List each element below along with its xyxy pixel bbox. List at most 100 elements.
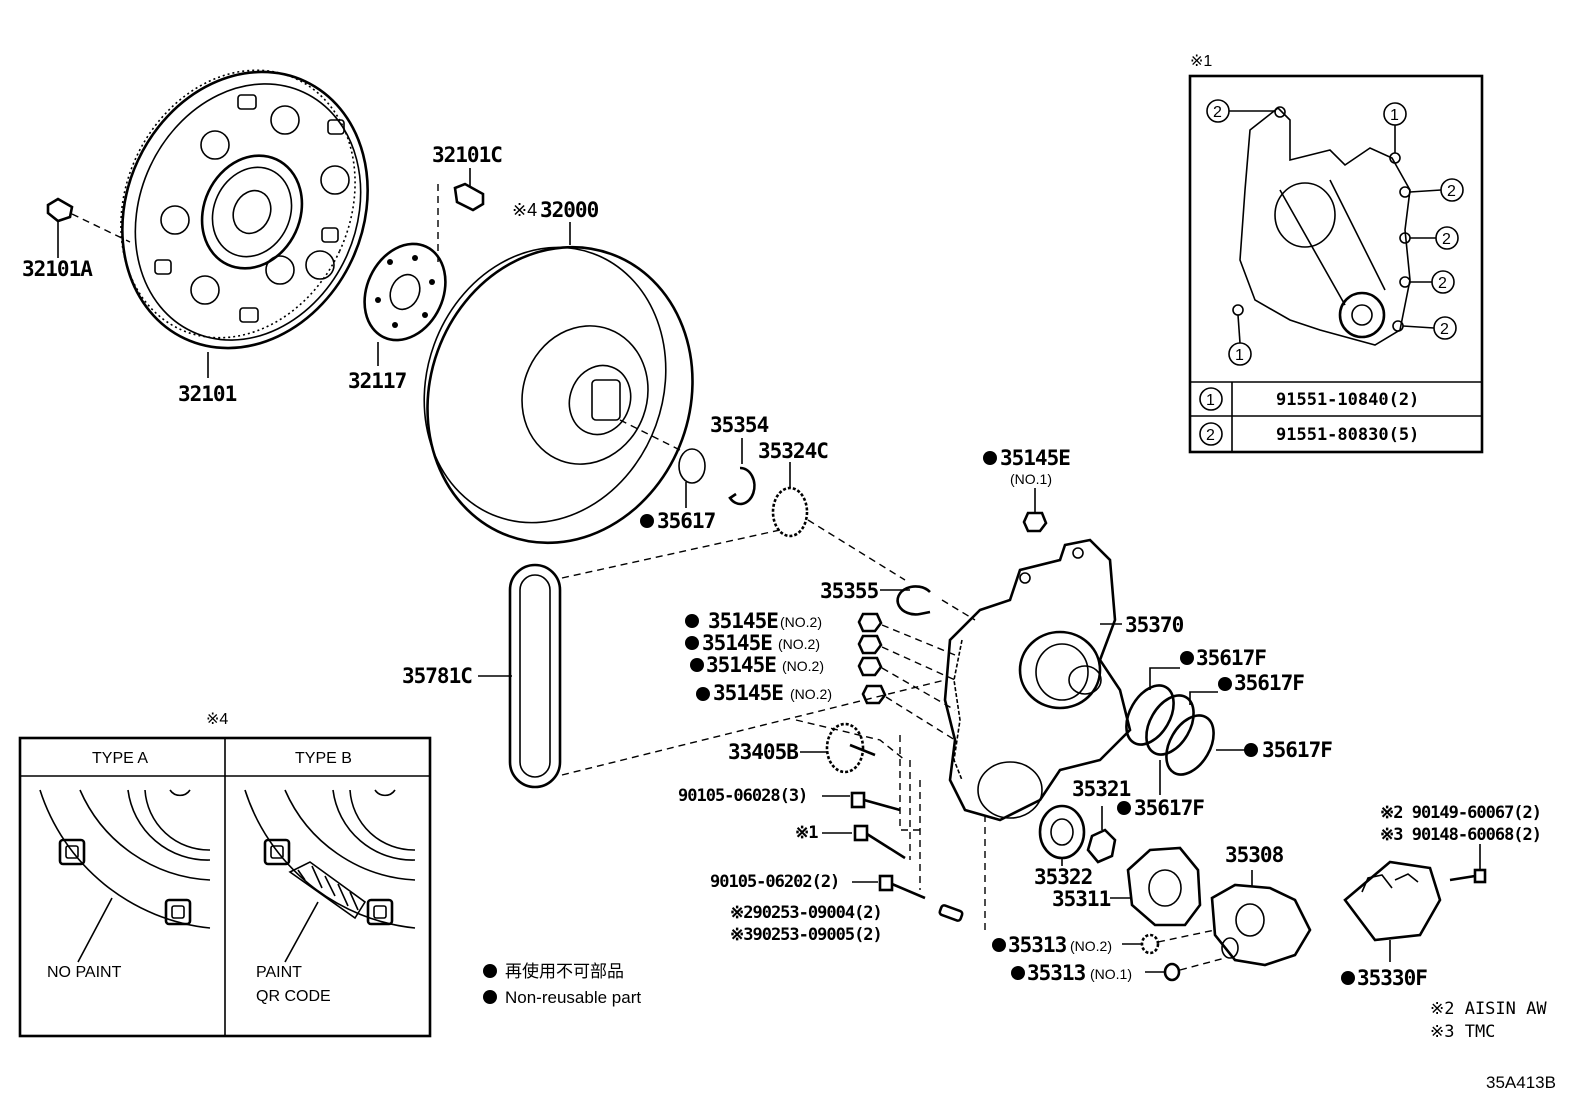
inset1-c1-a: 1	[1390, 107, 1399, 124]
label-35145E-c: 35145E	[706, 653, 776, 677]
note-3: ※3 TMC	[1430, 1022, 1495, 1042]
label-35322: 35322	[1034, 865, 1092, 889]
bolt-90105-06202[interactable]	[878, 874, 926, 900]
seal-35313-no2[interactable]	[1140, 933, 1160, 955]
label-35145E-d: 35145E	[713, 681, 783, 705]
legend-jp: 再使用不可部品	[505, 961, 624, 981]
nut-35145E-no1[interactable]	[1022, 511, 1048, 533]
label-32101C: 32101C	[432, 143, 502, 167]
inset1-title: ※1	[1190, 53, 1212, 70]
rings-35617F[interactable]	[1117, 677, 1224, 782]
inset1-c1-b: 1	[1235, 347, 1244, 364]
inset-4	[18, 736, 432, 1038]
snap-ring-35355[interactable]	[896, 585, 931, 616]
legend-bullet-en	[483, 990, 497, 1004]
gear-35324C[interactable]	[771, 486, 809, 538]
inset1-c2-d: 2	[1438, 275, 1447, 292]
label-no2-a: (NO.2)	[780, 614, 822, 630]
label-35313-no2: 35313	[1008, 933, 1067, 957]
seal-35313-no1[interactable]	[1163, 962, 1181, 982]
dash-tc	[619, 419, 681, 451]
label-35617F-4: 35617F	[1134, 796, 1204, 820]
snap-ring-35354[interactable]	[728, 466, 756, 506]
dash-32101A	[71, 213, 131, 243]
label-90148: ※3 90148-60068(2)	[1380, 825, 1541, 845]
label-no1-35313: (NO.1)	[1090, 966, 1132, 982]
label-35145E-no1: 35145E	[1000, 446, 1070, 470]
dash-chain-bottom	[561, 679, 946, 776]
gear-33405B[interactable]	[825, 722, 876, 774]
label-32101A: 32101A	[22, 257, 93, 281]
diagram-id: 35A413B	[1486, 1073, 1556, 1092]
inset4-paint: PAINT	[256, 964, 302, 981]
dash-bolt1	[899, 735, 920, 831]
inset1-c2-e: 2	[1440, 321, 1449, 338]
label-35617F-3: 35617F	[1262, 738, 1332, 762]
bolt-32101A[interactable]	[46, 197, 74, 223]
legend-bullet-jp	[483, 964, 497, 978]
pump-cover-35311[interactable]	[1126, 846, 1202, 927]
label-35145E-a: 35145E	[708, 609, 778, 633]
pump-body-35370[interactable]	[943, 538, 1132, 822]
nonreusable-bullets	[640, 451, 1355, 985]
label-35308: 35308	[1225, 843, 1284, 867]
label-32000-mark: ※4	[512, 200, 537, 220]
label-90105-06202: 90105-06202(2)	[710, 872, 839, 892]
note-2: ※2 AISIN AW	[1430, 999, 1547, 1019]
gear-35322[interactable]	[1038, 804, 1086, 860]
leader-35617F-1	[1149, 667, 1180, 690]
torque-converter-32000[interactable]	[386, 210, 733, 581]
valve-body-35308[interactable]	[1210, 883, 1312, 967]
label-90149: ※2 90149-60067(2)	[1380, 803, 1541, 823]
label-bolt-ref1: ※1	[795, 823, 818, 843]
gear-35321[interactable]	[1086, 828, 1117, 864]
bolt-32101C[interactable]	[453, 182, 485, 212]
inset1-row1-ref: 1	[1206, 392, 1215, 409]
inset1-c2-b: 2	[1447, 183, 1456, 200]
label-90105-06028: 90105-06028(3)	[678, 786, 807, 806]
label-no2-c: (NO.2)	[782, 658, 824, 674]
oring-35617[interactable]	[678, 448, 706, 484]
label-35311: 35311	[1052, 887, 1111, 911]
label-35781C: 35781C	[402, 664, 472, 688]
label-no1: (NO.1)	[1010, 471, 1052, 487]
dash-n3	[881, 667, 956, 711]
label-32117: 32117	[348, 369, 407, 393]
drive-chain-35781C[interactable]	[508, 563, 562, 789]
bolt-ref1[interactable]	[853, 824, 906, 860]
spacer-plate-32117[interactable]	[349, 231, 460, 354]
label-35321: 35321	[1072, 777, 1131, 801]
inset1-row1-part: 91551-10840(2)	[1276, 390, 1419, 410]
label-35324C: 35324C	[758, 439, 828, 463]
label-35617F-2: 35617F	[1234, 671, 1304, 695]
label-35354: 35354	[710, 413, 769, 437]
label-35617: 35617	[657, 509, 716, 533]
inset1-c2-c: 2	[1442, 231, 1451, 248]
legend-en: Non-reusable part	[505, 988, 641, 1007]
inset4-no-paint: NO PAINT	[47, 964, 122, 981]
inset1-c2-a: 2	[1213, 104, 1222, 121]
dash-33405B	[795, 719, 906, 761]
bolt-90105-06028[interactable]	[850, 791, 901, 812]
nuts-35145E-no2[interactable]	[857, 612, 887, 705]
label-35370: 35370	[1125, 613, 1184, 637]
dash-35324C	[807, 519, 906, 581]
inset1-row2-part: 91551-80830(5)	[1276, 425, 1419, 445]
label-35355: 35355	[820, 579, 879, 603]
bolt-90149[interactable]	[1449, 868, 1487, 884]
inset4-type-b: TYPE B	[295, 750, 352, 767]
inset-1	[1188, 74, 1484, 454]
dash-chain-top	[561, 529, 781, 579]
drive-plate-32101[interactable]	[78, 31, 412, 388]
label-32101: 32101	[178, 382, 237, 406]
dash-35313b	[1179, 957, 1226, 971]
inset4-title: ※4	[206, 711, 228, 728]
pin-90253[interactable]	[938, 904, 964, 922]
label-90253-09005: ※390253-09005(2)	[730, 925, 882, 945]
label-33405B: 33405B	[728, 740, 798, 764]
label-no2-b: (NO.2)	[778, 636, 820, 652]
strainer-35330F[interactable]	[1343, 860, 1442, 942]
label-90253-09004: ※290253-09004(2)	[730, 903, 882, 923]
dash-35355	[941, 599, 976, 621]
leader-35617F-2	[1189, 691, 1218, 705]
